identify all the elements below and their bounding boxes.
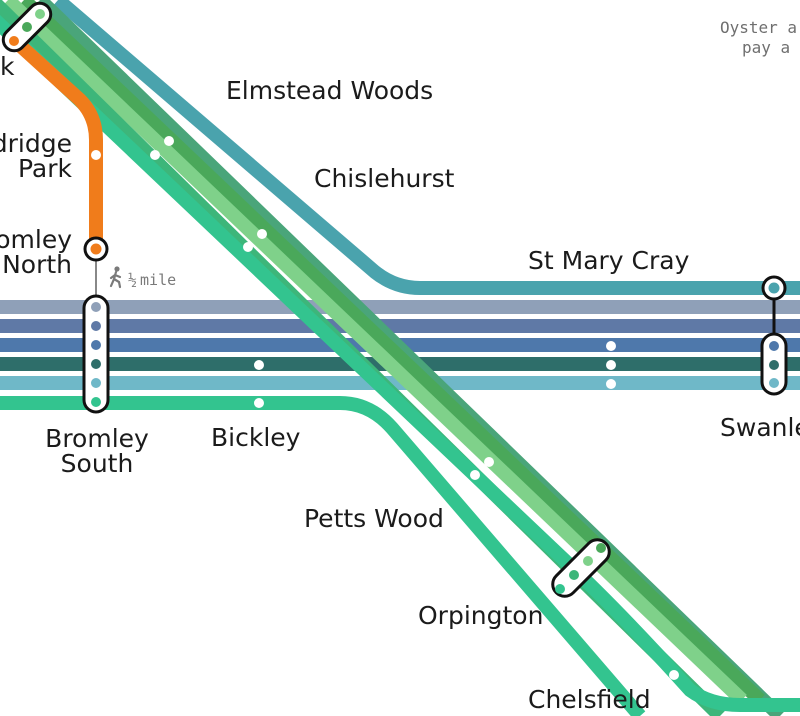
walking-person-icon <box>109 266 122 289</box>
station-label-bromley-south: Bromley <box>45 424 149 453</box>
oyster-note-line2: pay a <box>742 38 790 57</box>
station-label-ravensbourne: dridge <box>0 129 72 158</box>
station-label-bromley-north: omley <box>0 225 72 254</box>
station-label-top-left: k <box>0 52 15 81</box>
interchange-swanley <box>760 275 788 396</box>
station-label-ravensbourne-line2: Park <box>18 154 73 183</box>
station-label-elmstead-woods: Elmstead Woods <box>226 76 433 105</box>
station-label-st-mary-cray: St Mary Cray <box>528 246 690 275</box>
station-label-petts-wood: Petts Wood <box>304 504 444 533</box>
interchange-bromley-north <box>83 236 109 262</box>
interchange-bromley-south <box>82 294 110 414</box>
station-label-chislehurst: Chislehurst <box>314 164 455 193</box>
orange-line <box>9 34 103 250</box>
interchange-orpington <box>551 538 611 598</box>
station-label-bromley-north-line2: North <box>2 250 72 279</box>
station-dots <box>91 136 679 680</box>
station-label-bickley: Bickley <box>211 423 301 452</box>
station-label-swanley: Swanle <box>720 413 800 442</box>
station-label-chelsfield: Chelsfield <box>528 685 651 714</box>
station-label-orpington: Orpington <box>418 601 543 630</box>
oyster-note-line1: Oyster a <box>720 18 797 37</box>
interchange-top-left <box>1 1 53 53</box>
walk-unit: mile <box>140 271 176 289</box>
walk-fraction: ½ <box>128 271 137 289</box>
station-label-bromley-south-line2: South <box>61 449 134 478</box>
